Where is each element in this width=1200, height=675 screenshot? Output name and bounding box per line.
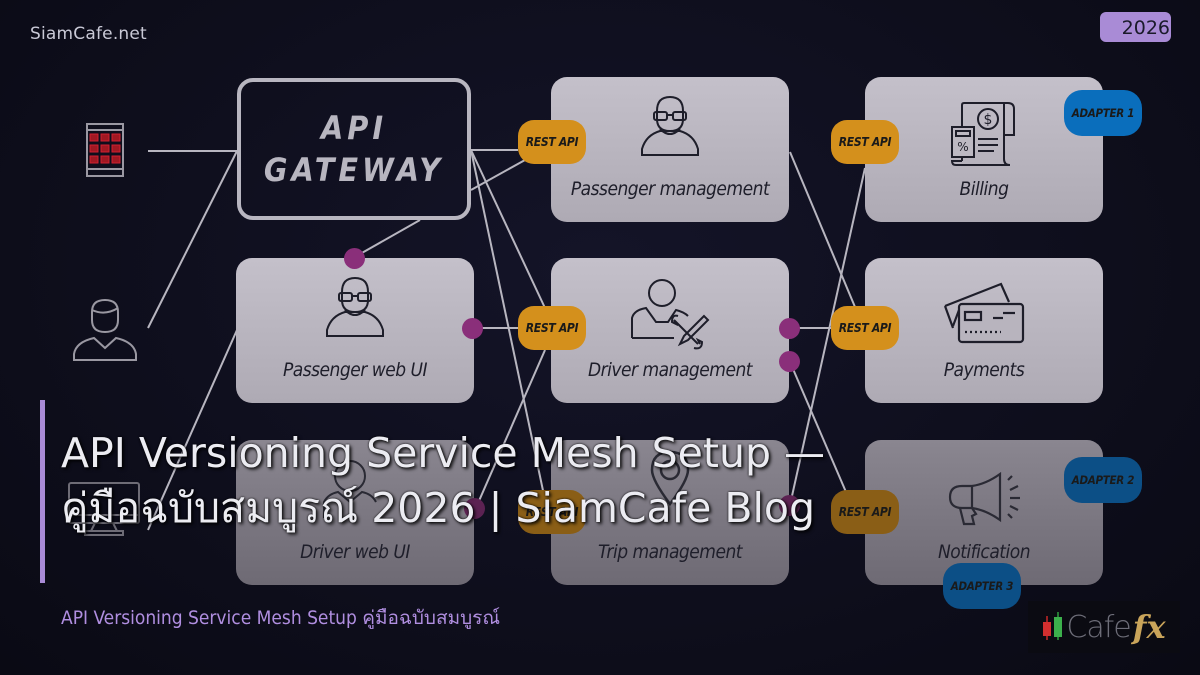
adapter-3-badge[interactable]: ADAPTER 3 <box>943 563 1021 609</box>
connector-dot <box>464 498 485 519</box>
card-label: Passenger management <box>570 178 770 200</box>
card-label: Payments <box>943 359 1025 381</box>
svg-text:$: $ <box>984 112 993 128</box>
adapter-1-badge[interactable]: ADAPTER 1 <box>1064 90 1142 136</box>
api-gateway-box[interactable]: API GATEWAY <box>237 78 471 220</box>
gateway-line2: GATEWAY <box>263 151 445 189</box>
rest-api-badge[interactable]: REST API <box>831 490 899 534</box>
mobile-app-icon <box>86 123 124 182</box>
card-notification[interactable]: Notification <box>865 440 1103 585</box>
desktop-monitor-icon <box>67 481 141 542</box>
invoice-calculator-icon: $ % <box>950 101 1018 172</box>
card-label: Billing <box>959 178 1009 200</box>
card-trip-management[interactable]: Trip management <box>551 440 789 585</box>
logo-accent: fx <box>1132 608 1166 646</box>
card-label: Passenger web UI <box>282 359 428 381</box>
adapter-2-badge[interactable]: ADAPTER 2 <box>1064 457 1142 503</box>
connector-dot <box>779 495 800 516</box>
map-pin-icon <box>648 450 692 511</box>
card-label: Driver management <box>587 359 753 381</box>
rest-api-badge[interactable]: REST API <box>518 306 586 350</box>
rest-api-badge[interactable]: REST API <box>518 120 586 164</box>
site-name[interactable]: SiamCafe.net <box>30 24 147 44</box>
card-label: Trip management <box>597 541 743 563</box>
rest-api-badge[interactable]: REST API <box>831 306 899 350</box>
logo-text: Cafe <box>1066 609 1131 645</box>
card-passenger-web-ui[interactable]: Passenger web UI <box>236 258 474 403</box>
rest-api-badge[interactable]: REST API <box>518 490 586 534</box>
user-glasses-icon <box>325 276 385 343</box>
rest-api-badge[interactable]: REST API <box>831 120 899 164</box>
candlestick-icon <box>1043 612 1063 640</box>
card-passenger-management[interactable]: Passenger management <box>551 77 789 222</box>
connector-dot <box>779 351 800 372</box>
megaphone-icon <box>946 471 1022 533</box>
card-driver-web-ui[interactable]: Driver web UI <box>236 440 474 585</box>
connector-dot <box>344 248 365 269</box>
user-icon <box>72 298 138 367</box>
card-payments[interactable]: Payments <box>865 258 1103 403</box>
card-label: Driver web UI <box>300 541 410 563</box>
cafefx-logo[interactable]: Cafe fx <box>1028 601 1180 653</box>
card-label: Notification <box>937 541 1031 563</box>
credit-cards-icon <box>943 282 1025 351</box>
article-subtitle: API Versioning Service Mesh Setup คู่มือ… <box>61 607 500 629</box>
card-billing[interactable]: $ % Billing <box>865 77 1103 222</box>
title-accent-bar <box>40 400 45 583</box>
card-driver-management[interactable]: Driver management <box>551 258 789 403</box>
svg-text:%: % <box>957 140 968 154</box>
user-glasses-icon <box>640 95 700 162</box>
gateway-line1: API <box>320 109 388 147</box>
driver-icon <box>320 458 390 525</box>
mechanic-tools-icon <box>630 278 710 357</box>
year-badge: 2026 <box>1100 12 1171 42</box>
article-title: API Versioning Service Mesh Setup — คู่ม… <box>61 429 826 532</box>
connector-dot <box>779 318 800 339</box>
connector-dot <box>462 318 483 339</box>
